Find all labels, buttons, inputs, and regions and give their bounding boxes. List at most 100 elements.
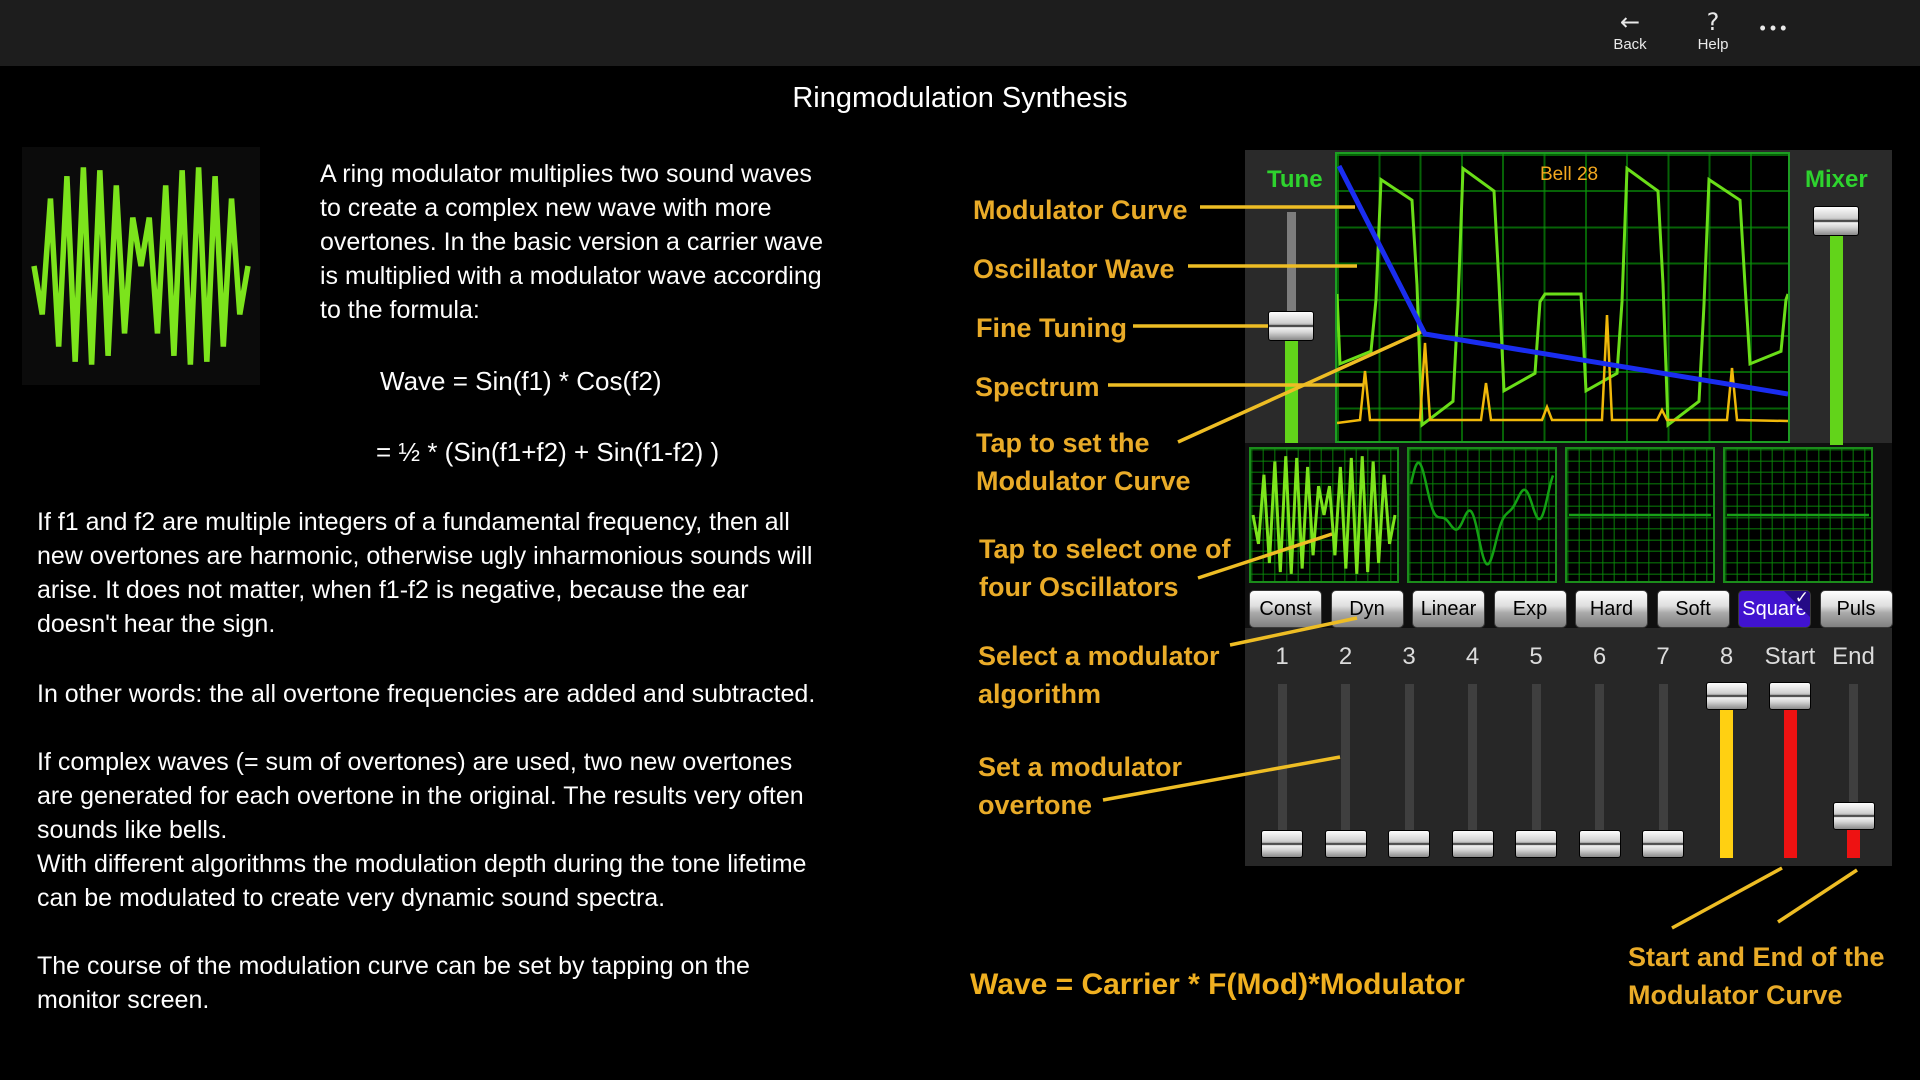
algorithm-button-label: Dyn — [1349, 597, 1385, 620]
oscilloscope-display[interactable]: Bell 28 — [1335, 152, 1790, 443]
callout-line — [1777, 868, 1858, 924]
top-bar: ← Back ? Help ••• — [0, 0, 1920, 66]
slider-fill — [1783, 708, 1797, 858]
callout-start-end: Start and End of the Modulator Curve — [1628, 942, 1885, 1010]
slider-3[interactable] — [1386, 682, 1432, 858]
tune-slider-track[interactable] — [1286, 212, 1296, 315]
algorithm-button-const[interactable]: Const — [1249, 590, 1322, 628]
slider-fill — [1720, 708, 1733, 858]
slider-thumb[interactable] — [1324, 830, 1367, 858]
formula-2: = ½ * (Sin(f1+f2) + Sin(f1-f2) ) — [376, 437, 720, 467]
oscillator-thumb-2[interactable] — [1407, 447, 1557, 583]
slider-5[interactable] — [1513, 682, 1559, 858]
back-label: Back — [1613, 36, 1647, 53]
mixer-slider-thumb[interactable] — [1813, 206, 1859, 236]
am-waveform-logo-icon — [31, 167, 251, 365]
tune-slider-fill — [1284, 341, 1298, 443]
paragraph-complex-waves: If complex waves (= sum of overtones) ar… — [37, 748, 807, 912]
intro-paragraph: A ring modulator multiplies two sound wa… — [320, 160, 824, 324]
bottom-formula: Wave = Carrier * F(Mod)*Modulator — [970, 968, 1465, 1001]
slider-end[interactable] — [1831, 682, 1877, 858]
help-label: Help — [1697, 36, 1729, 53]
oscillator-thumb-4[interactable] — [1723, 447, 1873, 583]
callout-select-algorithm: Select a modulator algorithm — [978, 641, 1220, 709]
app-logo — [22, 147, 260, 385]
slider-label-2: 2 — [1338, 643, 1353, 670]
help-button[interactable]: ? Help — [1685, 8, 1741, 54]
slider-label-3: 3 — [1402, 643, 1416, 670]
slider-label-8: 8 — [1719, 643, 1734, 670]
slider-2[interactable] — [1323, 682, 1369, 858]
slider-6[interactable] — [1577, 682, 1623, 858]
help-icon: ? — [1706, 8, 1720, 36]
algorithm-button-label: Const — [1259, 597, 1312, 620]
algorithm-button-soft[interactable]: Soft — [1656, 590, 1730, 628]
slider-start[interactable] — [1767, 682, 1813, 858]
more-options-button[interactable]: ••• — [1750, 18, 1800, 39]
algorithm-button-label: Exp — [1512, 597, 1548, 620]
algorithm-button-hard[interactable]: Hard — [1575, 590, 1648, 628]
page-title: Ringmodulation Synthesis — [792, 82, 1128, 114]
mixer-slider-fill — [1829, 234, 1843, 445]
tune-slider-thumb[interactable] — [1268, 311, 1314, 341]
algorithm-button-puls[interactable]: Puls — [1819, 590, 1893, 628]
slider-thumb[interactable] — [1515, 830, 1557, 858]
slider-track — [1341, 684, 1350, 856]
tune-label: Tune — [1267, 166, 1323, 193]
slider-track — [1595, 684, 1604, 856]
paragraph-course: The course of the modulation curve can b… — [37, 952, 750, 1014]
callout-line — [1671, 866, 1783, 930]
selected-corner-fold — [1784, 591, 1810, 617]
back-arrow-icon: ← — [1619, 8, 1641, 36]
callout-set-overtone: Set a modulator overtone — [978, 752, 1183, 820]
callout-tap-set: Tap to set the Modulator Curve — [976, 428, 1191, 496]
preset-name: Bell 28 — [1540, 164, 1599, 185]
slider-1[interactable] — [1259, 682, 1305, 858]
callout-spectrum: Spectrum — [975, 372, 1100, 402]
slider-thumb[interactable] — [1705, 682, 1748, 710]
algorithm-button-label: Hard — [1589, 597, 1634, 620]
algorithm-button-exp[interactable]: Exp — [1493, 590, 1567, 628]
ellipsis-icon: ••• — [1759, 18, 1791, 38]
slider-thumb[interactable] — [1261, 830, 1303, 858]
slider-thumb[interactable] — [1769, 682, 1811, 710]
slider-track — [1404, 684, 1414, 856]
callout-modulator-curve: Modulator Curve — [973, 195, 1188, 225]
callout-tap-select: Tap to select one of four Oscillators — [979, 534, 1231, 602]
slider-label-7: 7 — [1656, 643, 1670, 670]
slider-7[interactable] — [1640, 682, 1686, 858]
slider-thumb[interactable] — [1451, 830, 1494, 858]
slider-label-start: Start — [1764, 643, 1816, 670]
slider-track — [1468, 684, 1477, 856]
callout-fine-tuning: Fine Tuning — [976, 313, 1127, 343]
paragraph-other-words: In other words: the all overtone frequen… — [37, 680, 816, 708]
slider-thumb[interactable] — [1578, 830, 1621, 858]
oscillator-thumb-3[interactable] — [1565, 447, 1715, 583]
scope-traces — [1335, 164, 1790, 428]
slider-4[interactable] — [1450, 682, 1496, 858]
oscillator-thumb-1[interactable] — [1249, 447, 1399, 583]
algorithm-button-linear[interactable]: Linear — [1412, 590, 1485, 628]
slider-track — [1658, 684, 1668, 856]
algorithm-button-label: Linear — [1420, 597, 1477, 620]
slider-track — [1849, 684, 1858, 856]
slider-fill — [1847, 827, 1860, 858]
algorithm-button-square[interactable]: Square✓ — [1738, 590, 1811, 628]
slider-label-4: 4 — [1465, 643, 1480, 670]
paragraph-harmonics: If f1 and f2 are multiple integers of a … — [37, 508, 813, 638]
slider-thumb[interactable] — [1642, 830, 1684, 858]
callout-oscillator-wave: Oscillator Wave — [973, 254, 1175, 284]
slider-label-5: 5 — [1529, 643, 1543, 670]
algorithm-button-label: Soft — [1675, 597, 1711, 620]
synth-panel: Tune Bell 28 Mixer — [1245, 150, 1893, 866]
formula-1: Wave = Sin(f1) * Cos(f2) — [380, 366, 662, 396]
slider-thumb[interactable] — [1832, 801, 1875, 830]
slider-track — [1531, 684, 1541, 856]
checkmark-icon: ✓ — [1794, 590, 1809, 608]
slider-label-1: 1 — [1275, 643, 1289, 670]
algorithm-button-dyn[interactable]: Dyn — [1330, 590, 1404, 628]
back-button[interactable]: ← Back — [1600, 8, 1660, 54]
slider-8[interactable] — [1704, 682, 1750, 858]
slider-thumb[interactable] — [1388, 830, 1430, 858]
